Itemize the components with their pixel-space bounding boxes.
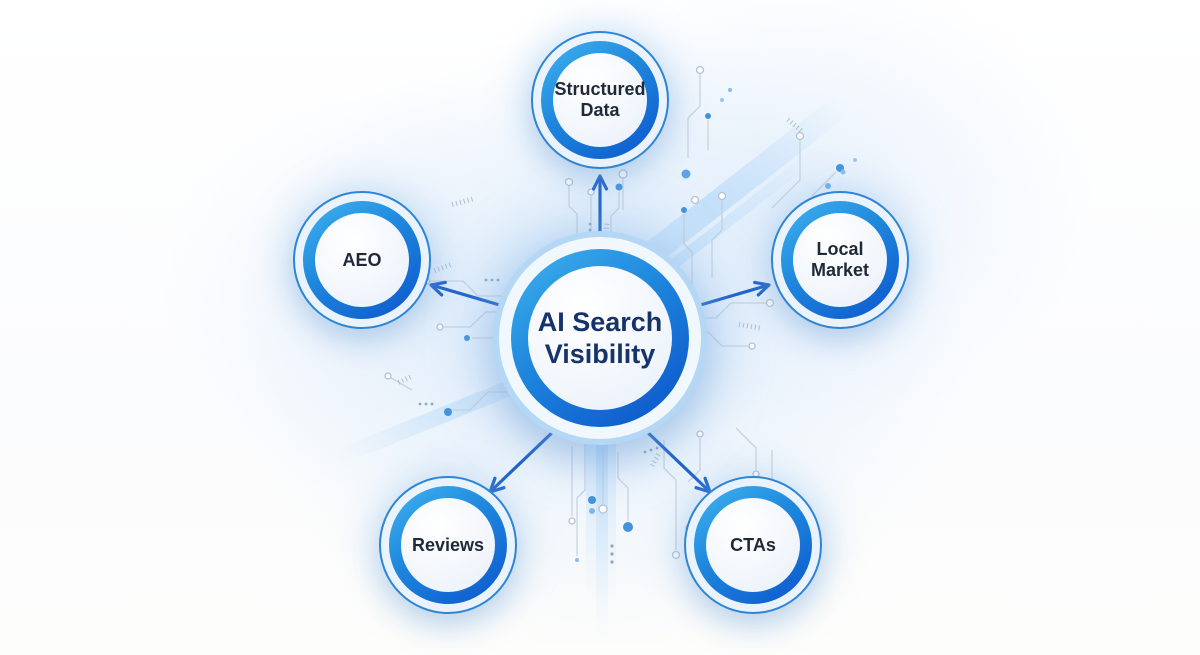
- node-label: Local Market: [793, 213, 887, 307]
- node-ring: Structured Data: [541, 41, 659, 159]
- node-ctas: CTAs: [684, 476, 822, 614]
- node-label: CTAs: [706, 498, 800, 592]
- node-ring: Local Market: [781, 201, 899, 319]
- node-label-line: Structured: [554, 79, 646, 100]
- center-label-line: AI Search: [537, 306, 663, 337]
- node-aeo: AEO: [293, 191, 431, 329]
- node-label-line: Local: [816, 239, 864, 260]
- connector-arrows: [429, 174, 771, 494]
- trace-dots: [444, 88, 857, 562]
- node-label-line: Market: [810, 260, 870, 280]
- node-label-line: AEO: [342, 249, 382, 270]
- node-ring: AEO: [303, 201, 421, 319]
- center-ring: AI Search Visibility: [511, 249, 689, 427]
- arrow-center-to-reviews: [488, 425, 560, 494]
- node-label: AEO: [315, 213, 409, 307]
- node-label-line: Data: [580, 100, 620, 120]
- node-ring: CTAs: [694, 486, 812, 604]
- center-label-line: Visibility: [544, 339, 656, 369]
- node-label: Structured Data: [553, 53, 647, 147]
- node-label: Reviews: [401, 498, 495, 592]
- node-structured-data: Structured Data: [531, 31, 669, 169]
- node-ring: Reviews: [389, 486, 507, 604]
- node-label-line: CTAs: [730, 534, 776, 555]
- node-label-line: Reviews: [411, 534, 485, 555]
- node-center-ai-search-visibility: AI Search Visibility: [493, 231, 707, 445]
- node-reviews: Reviews: [379, 476, 517, 614]
- node-local-market: Local Market: [771, 191, 909, 329]
- center-label: AI Search Visibility: [528, 266, 672, 410]
